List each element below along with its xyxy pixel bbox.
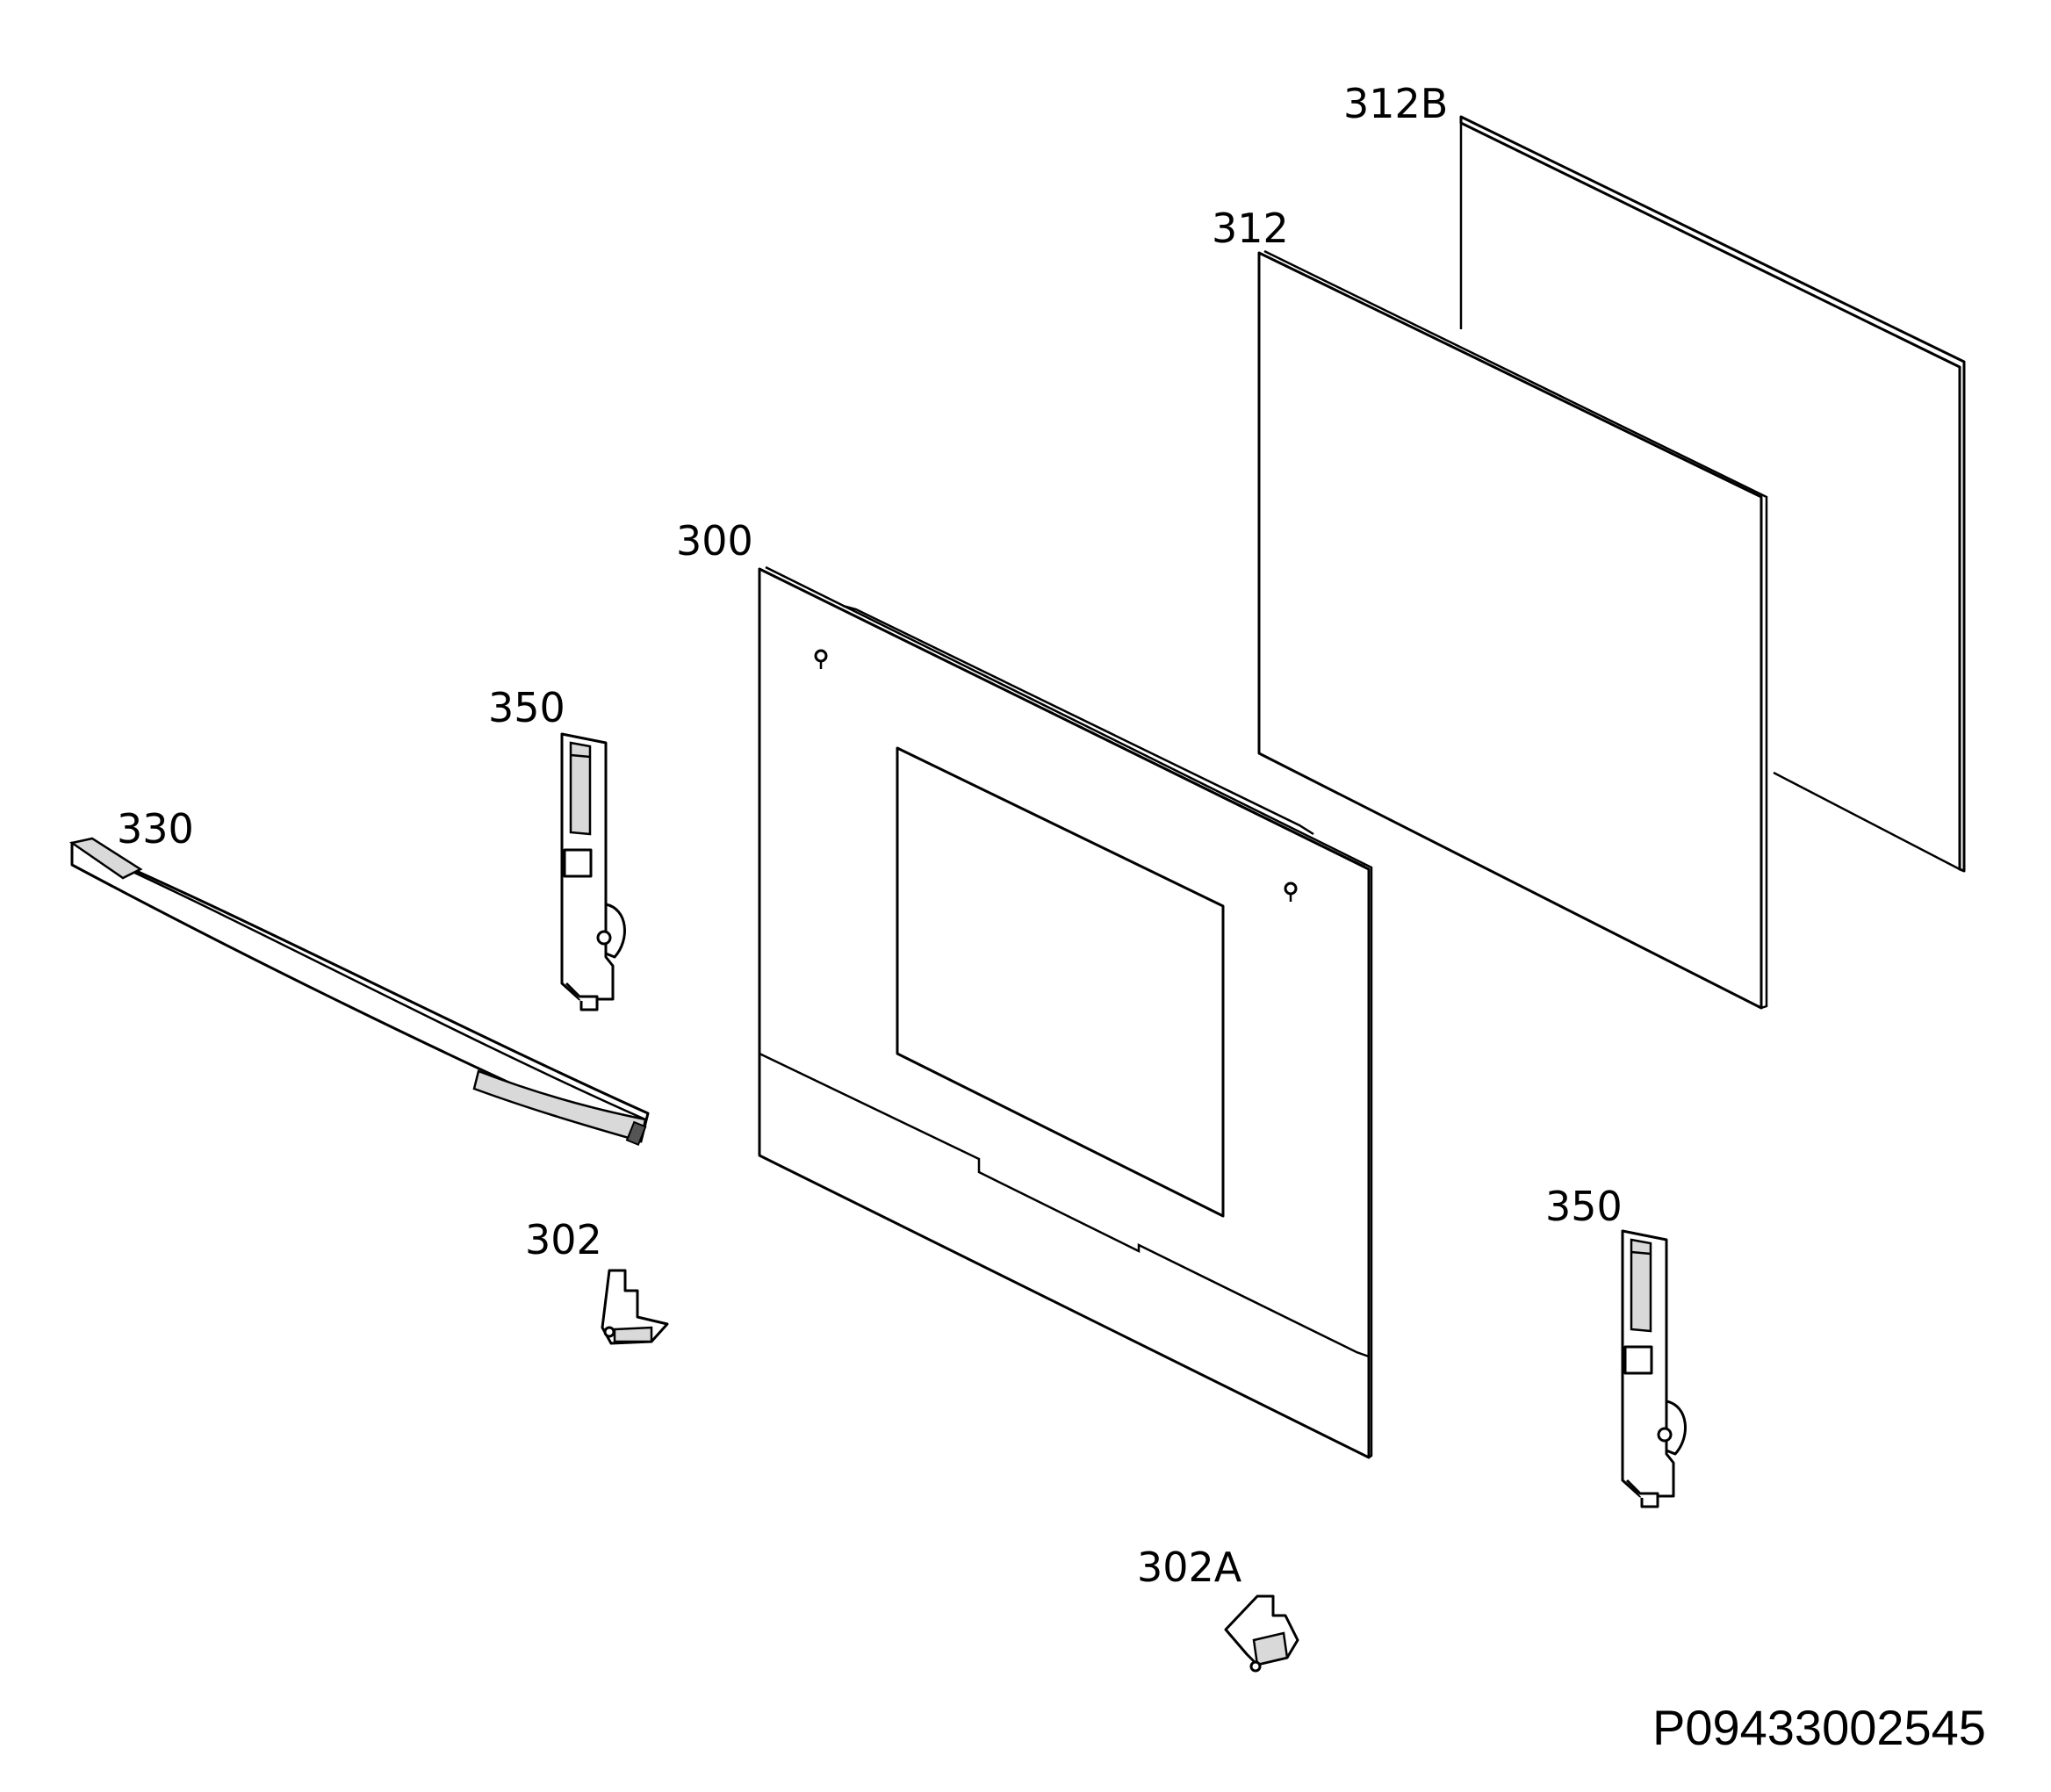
callout-330: 330 [117,805,194,853]
document-number: P09433002545 [1652,1700,1986,1755]
glass-panel-312 [1257,249,1768,1010]
hinge-350-right [1621,1229,1687,1508]
callout-350-right: 350 [1545,1183,1623,1230]
hinge-350-left [560,732,626,1011]
callout-312b: 312B [1343,80,1449,127]
bracket-302a [1224,1594,1299,1673]
glass-panel-312b [1459,115,1966,873]
door-frame-300 [758,565,1373,1459]
callout-350-left: 350 [488,684,565,731]
callout-312: 312 [1212,205,1289,252]
bracket-302 [601,1269,669,1345]
screw-left [814,649,828,669]
callout-302: 302 [525,1216,602,1263]
handle-330 [68,837,650,1147]
callout-300: 300 [676,517,753,565]
callout-302a: 302A [1137,1544,1242,1591]
screw-right [1284,882,1298,902]
